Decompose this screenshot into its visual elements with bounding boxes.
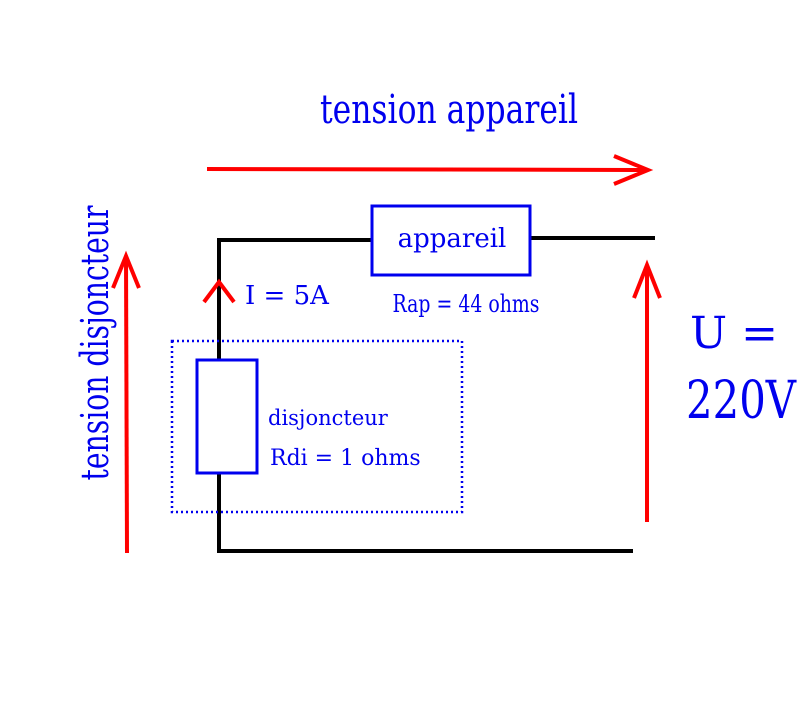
u-voltage-arrow <box>632 259 662 522</box>
appareil-box <box>370 204 532 277</box>
rdi-label: Rdi = 1 ohms <box>270 446 421 471</box>
current-arrowhead-icon <box>202 278 236 304</box>
tension-appareil-arrow <box>206 154 654 186</box>
tension-disjoncteur-arrow <box>111 250 141 554</box>
appareil-label: appareil <box>398 224 507 254</box>
current-label: I = 5A <box>245 281 330 311</box>
disjoncteur-label: disjoncteur <box>268 406 389 430</box>
disjoncteur-dotted-box <box>170 339 464 514</box>
rap-label: Rap = 44 ohms <box>393 290 540 318</box>
tension-appareil-label: tension appareil <box>320 87 578 133</box>
disjoncteur-resistor <box>195 358 259 475</box>
circuit-wires <box>217 236 655 553</box>
u-value: 220V <box>686 371 797 431</box>
tension-disjoncteur-label: tension disjoncteur <box>73 205 117 481</box>
u-label: U = <box>690 308 778 359</box>
